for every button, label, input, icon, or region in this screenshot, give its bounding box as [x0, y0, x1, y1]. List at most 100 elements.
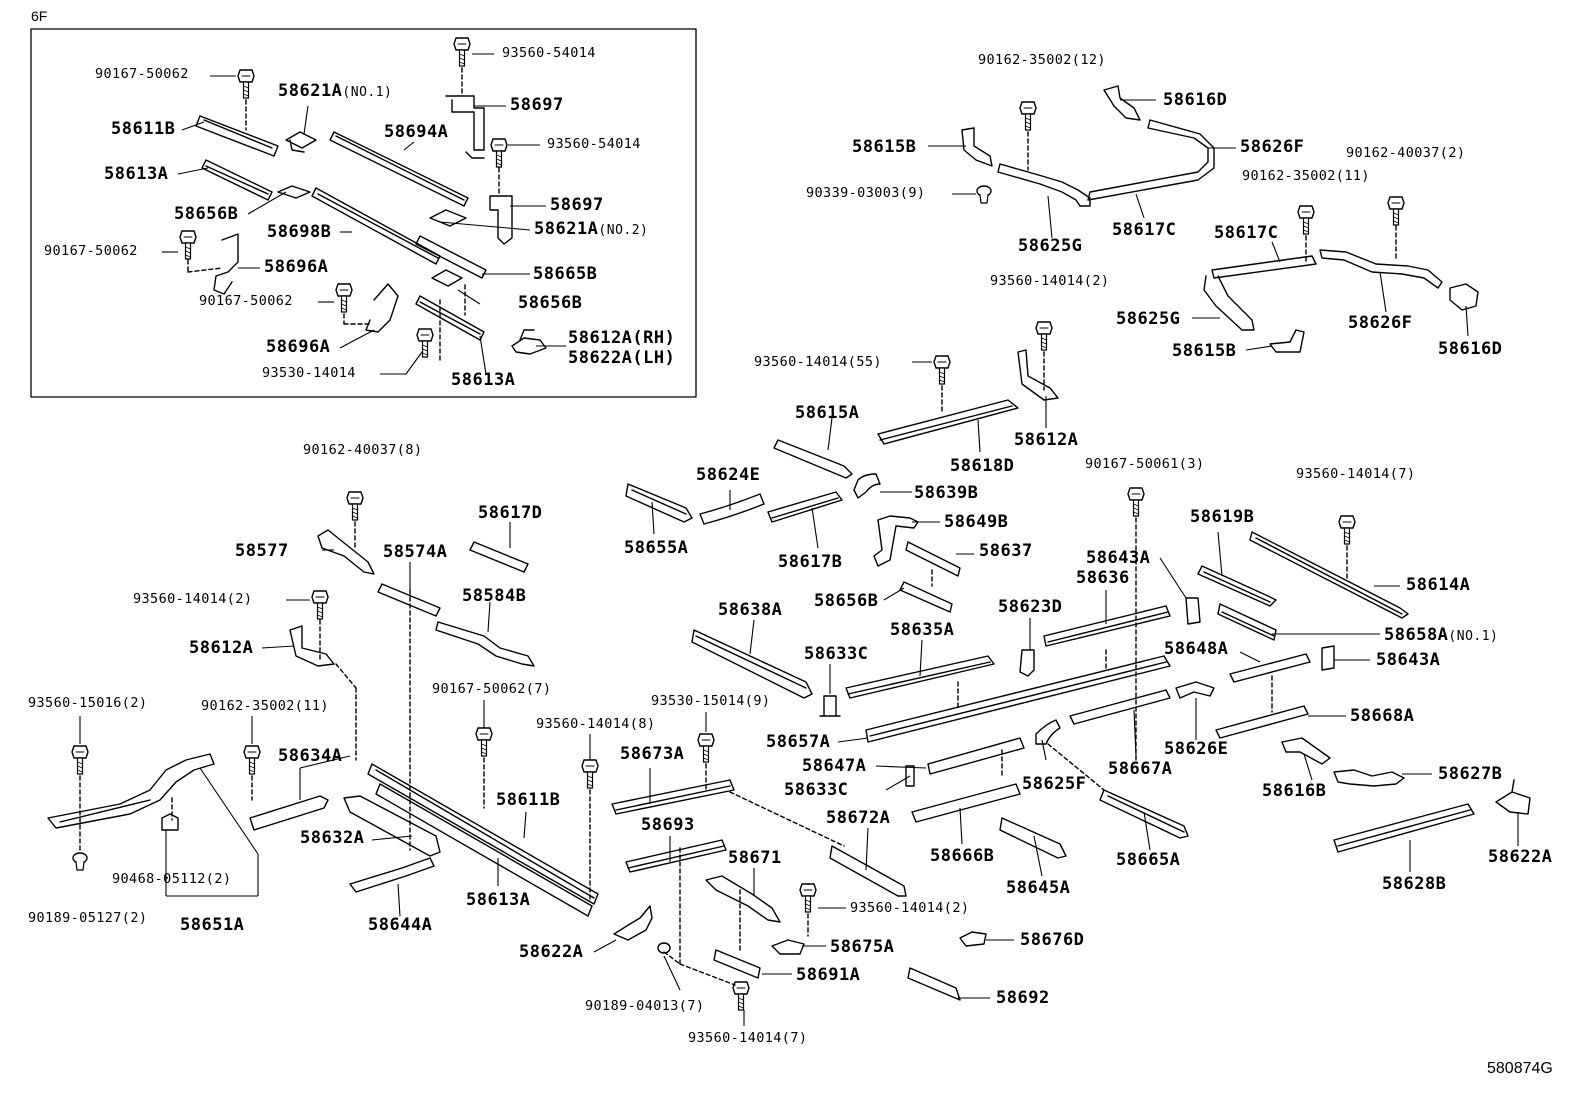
part-number: 58673A — [620, 744, 685, 764]
inset-label-i11: 58621A(NO.2) — [534, 221, 648, 238]
part-number: 58622A — [1488, 847, 1553, 867]
part-number: 58651A — [180, 915, 245, 935]
part-number: 58617D — [478, 503, 543, 523]
part-qualifier: (NO.1) — [342, 85, 393, 100]
part-label-a8: 58625G — [1018, 238, 1082, 255]
part-number: 58667A — [1108, 759, 1173, 779]
part-number: 58623D — [998, 597, 1063, 617]
part-number: 58643A — [1376, 650, 1441, 670]
inset-label-i19: 58622A(LH) — [568, 350, 675, 367]
part-qualifier: (NO.2) — [598, 223, 649, 238]
part-label-b26: 58622A — [519, 944, 583, 961]
part-label-a34: 58623D — [998, 599, 1062, 616]
part-number: 58614A — [1406, 575, 1471, 595]
part-number: 90339-03003(9) — [806, 185, 926, 201]
part-number: 58656B — [814, 591, 879, 611]
part-label-a37: 58633C — [804, 646, 868, 663]
part-number: 58621A — [534, 219, 599, 239]
part-label-a39: 58643A — [1376, 652, 1440, 669]
part-number: 58577 — [235, 541, 289, 561]
part-label-a49: 58666B — [930, 848, 994, 865]
part-label-b3: 58577 — [235, 543, 289, 560]
part-number: 58638A — [718, 600, 783, 620]
part-number: 58613A — [104, 164, 169, 184]
inset-label-i8: 58613A — [104, 166, 168, 183]
part-number: 58643A — [1086, 548, 1151, 568]
part-label-b25: 93560-14014(2) — [850, 901, 969, 916]
part-number: 93560-15016(2) — [28, 695, 148, 711]
part-number: 90167-50061(3) — [1085, 456, 1205, 472]
part-label-b27: 58675A — [830, 939, 894, 956]
part-number: 58697 — [510, 95, 564, 115]
part-number: 90468-05112(2) — [112, 871, 232, 887]
inset-label-i9: 58656B — [174, 206, 238, 223]
part-number: 58696A — [266, 337, 331, 357]
part-number: 58624E — [696, 465, 761, 485]
part-label-a27: 58619B — [1190, 509, 1254, 526]
part-number: 58619B — [1190, 507, 1255, 527]
part-number: 58625F — [1022, 774, 1087, 794]
part-number: 58612A — [189, 638, 254, 658]
part-number: 90162-40037(2) — [1346, 145, 1466, 161]
inset-label-i20: 58696A — [266, 339, 330, 356]
part-label-a50: 58665A — [1116, 852, 1180, 869]
inset-label-i2: 58621A(NO.1) — [278, 83, 392, 100]
part-number: 58655A — [624, 538, 689, 558]
part-number: 58615B — [1172, 341, 1237, 361]
part-label-b4: 58574A — [383, 544, 447, 561]
part-label-a33: 58638A — [718, 602, 782, 619]
part-number: 58639B — [914, 483, 979, 503]
part-number: 58658A — [1384, 625, 1449, 645]
part-number: 58691A — [796, 965, 861, 985]
part-label-b13: 58634A — [278, 748, 342, 765]
inset-label-i17: 58656B — [518, 295, 582, 312]
part-label-a17: 58615A — [795, 405, 859, 422]
part-label-a32: 58656B — [814, 593, 878, 610]
part-label-a31: 58614A — [1406, 577, 1470, 594]
part-label-a14: 58615B — [1172, 343, 1236, 360]
part-label-a7: 90339-03003(9) — [806, 185, 926, 201]
part-number: 93530-15014(9) — [651, 693, 771, 709]
inset-label-i15: 58665B — [533, 266, 597, 283]
part-number: 58648A — [1164, 639, 1229, 659]
part-label-a28: 58637 — [979, 543, 1033, 560]
part-number: 58616B — [1262, 781, 1327, 801]
part-number: 58626F — [1348, 313, 1413, 333]
part-label-b18: 58672A — [826, 810, 890, 827]
inset-label-i10: 58697 — [550, 197, 604, 214]
part-label-b17: 58693 — [641, 817, 695, 834]
part-label-a52: 58645A — [1006, 880, 1070, 897]
part-number: 58584B — [462, 586, 527, 606]
part-number: 58618D — [950, 456, 1015, 476]
part-number: 58649B — [944, 512, 1009, 532]
part-label-a48: 58616B — [1262, 783, 1326, 800]
part-label-a19: 58612A — [1014, 432, 1078, 449]
part-label-a1: 90162-35002(12) — [978, 53, 1106, 68]
part-number: 93560-14014(7) — [1296, 466, 1416, 482]
part-number: 58656B — [518, 293, 583, 313]
part-label-a40: 58657A — [766, 734, 830, 751]
part-label-a41: 58668A — [1350, 708, 1414, 725]
part-number: 58666B — [930, 846, 995, 866]
part-number: 93560-14014(55) — [754, 354, 882, 370]
part-number: 58626E — [1164, 739, 1229, 759]
part-number: 58692 — [996, 988, 1050, 1008]
part-number: 58672A — [826, 808, 891, 828]
part-label-a4: 58626F — [1240, 139, 1304, 156]
part-number: 58656B — [174, 204, 239, 224]
part-number: 58611B — [496, 790, 561, 810]
part-label-a13: 58626F — [1348, 315, 1412, 332]
part-number: 93530-14014 — [262, 365, 356, 381]
part-number: 58622A — [519, 942, 584, 962]
inset-label-i4: 58697 — [510, 97, 564, 114]
part-label-a29: 58643A — [1086, 550, 1150, 567]
part-label-a47: 58627B — [1438, 766, 1502, 783]
inset-label-i1: 90167-50062 — [95, 67, 189, 82]
part-number: 58627B — [1438, 764, 1503, 784]
part-number: 58612A — [1014, 430, 1079, 450]
part-number: 58694A — [384, 122, 449, 142]
part-label-a11: 93560-14014(2) — [990, 274, 1109, 289]
part-label-a15: 58616D — [1438, 341, 1502, 358]
part-label-b21: 90189-05127(2) — [28, 911, 147, 926]
